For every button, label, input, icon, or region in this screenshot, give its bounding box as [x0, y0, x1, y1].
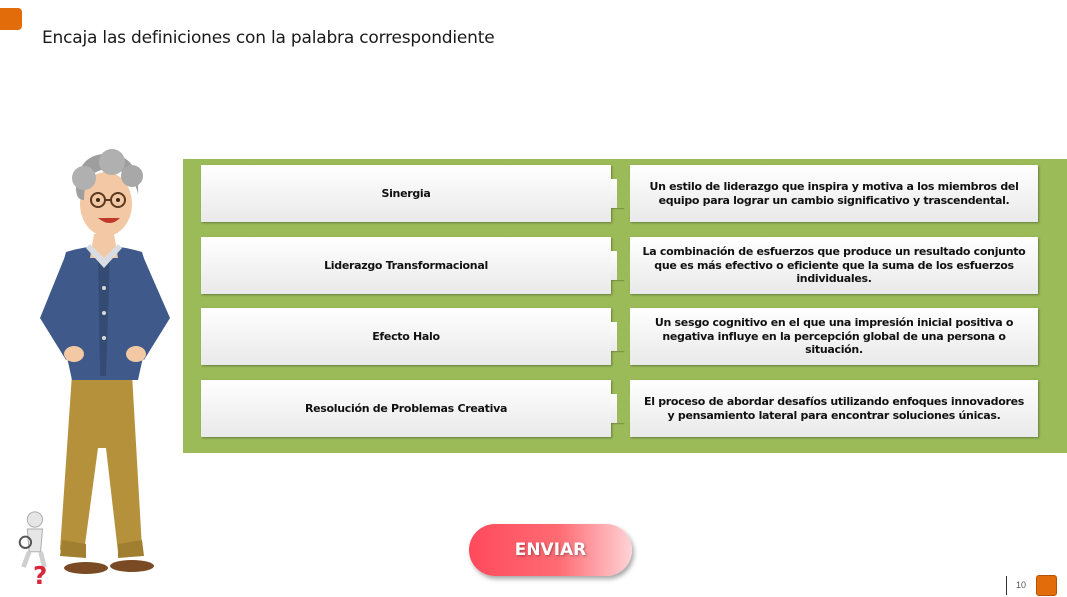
definition-card-3[interactable]: Un sesgo cognitivo en el que una impresi…	[617, 308, 1038, 365]
definition-card-2[interactable]: La combinación de esfuerzos que produce …	[617, 237, 1038, 294]
term-card-4[interactable]: Resolución de Problemas Creativa	[201, 380, 623, 437]
term-card-2[interactable]: Liderazgo Transformacional	[201, 237, 623, 294]
teacher-character	[40, 149, 170, 574]
page-separator	[1006, 576, 1007, 595]
send-button[interactable]: ENVIAR	[469, 524, 632, 576]
definition-card-1[interactable]: Un estilo de liderazgo que inspira y mot…	[617, 165, 1038, 222]
corner-tab	[0, 8, 22, 30]
term-card-3[interactable]: Efecto Halo	[201, 308, 623, 365]
question-mark-figure-icon[interactable]: ?	[14, 508, 52, 588]
page-number: 10	[1016, 580, 1027, 590]
definition-card-4[interactable]: El proceso de abordar desafíos utilizand…	[617, 380, 1038, 437]
term-card-1[interactable]: Sinergia	[201, 165, 623, 222]
next-page-button[interactable]	[1036, 575, 1057, 596]
matching-board: Sinergia Un estilo de liderazgo que insp…	[183, 159, 1067, 453]
page-title: Encaja las definiciones con la palabra c…	[42, 28, 495, 48]
svg-text:?: ?	[33, 561, 47, 588]
